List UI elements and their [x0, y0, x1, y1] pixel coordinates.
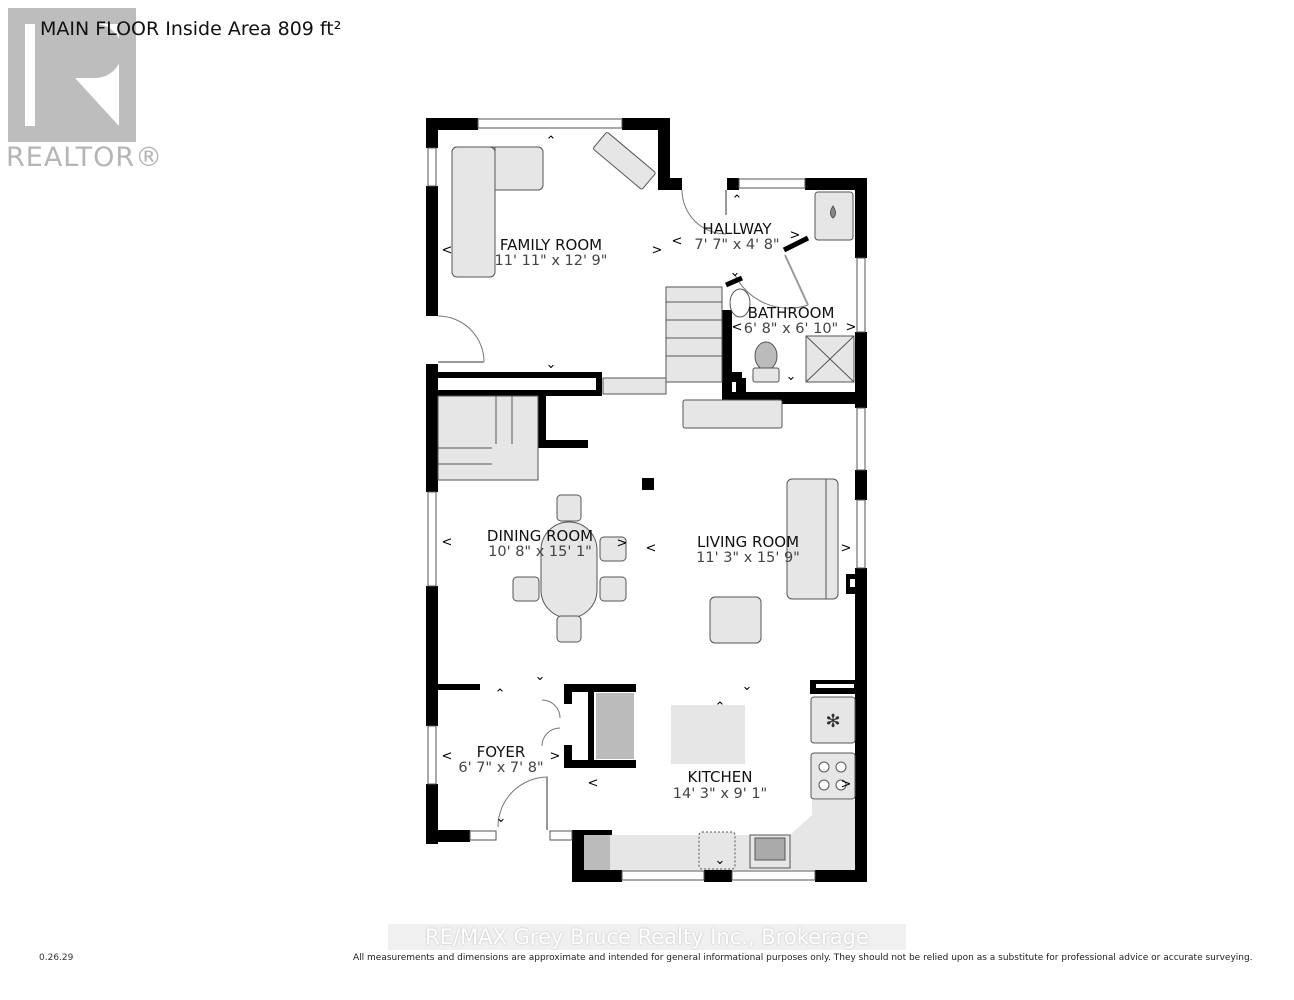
svg-text:>: > [652, 243, 663, 258]
kitchen-island [671, 705, 745, 764]
piano [593, 132, 656, 190]
svg-text:<: < [588, 776, 599, 791]
realtor-r-icon [25, 24, 122, 126]
water-drop-icon [830, 205, 836, 219]
dishwasher [698, 831, 736, 870]
column [642, 478, 654, 490]
doors [437, 189, 809, 830]
room-name: FAMILY ROOM [500, 236, 602, 254]
angled-walls [724, 235, 810, 288]
realtor-logo [8, 8, 136, 142]
svg-text:⌃: ⌃ [732, 193, 743, 208]
svg-text:⌄: ⌄ [742, 679, 753, 694]
room-dimensions: 6' 7" x 7' 8" [458, 760, 543, 776]
dimension-arrows: ⌃ < > ⌄ < > ⌃ ⌄ < > ⌄ < > < > ⌄ ⌃ ⌄ ⌃ < … [442, 134, 857, 868]
room-name: FOYER [477, 743, 526, 761]
sofa [786, 478, 839, 600]
svg-text:⌄: ⌄ [715, 853, 726, 868]
version-label: 0.26.29 [39, 953, 74, 963]
svg-text:⌄: ⌄ [546, 357, 557, 372]
room-dimensions: 11' 3" x 15' 9" [696, 550, 800, 566]
svg-text:<: < [672, 234, 683, 249]
svg-text:<: < [442, 749, 453, 764]
svg-text:⌄: ⌄ [786, 369, 797, 384]
windows [427, 118, 866, 881]
toilet-icon [754, 341, 778, 371]
svg-text:⌃: ⌃ [546, 134, 557, 149]
svg-text:>: > [790, 228, 801, 243]
room-name: HALLWAY [702, 220, 772, 238]
stairs-upper [665, 286, 723, 383]
svg-text:<: < [442, 243, 453, 258]
room-name: DINING ROOM [487, 527, 593, 545]
disclaimer-text: All measurements and dimensions are appr… [353, 953, 1253, 963]
walls [426, 118, 867, 882]
chair [556, 494, 582, 522]
svg-text:⌄: ⌄ [730, 265, 741, 280]
stairs-lower [437, 395, 539, 481]
room-name: LIVING ROOM [697, 533, 799, 551]
furniture: ✻ [437, 132, 856, 870]
chair [512, 576, 540, 602]
svg-text:>: > [617, 536, 628, 551]
svg-text:<: < [442, 535, 453, 550]
realtor-logo-text: REALTOR® [6, 142, 164, 173]
chair [599, 536, 627, 562]
svg-text:>: > [550, 749, 561, 764]
room-dimensions: 7' 7" x 4' 8" [694, 237, 779, 253]
room-name: BATHROOM [748, 304, 835, 322]
svg-text:>: > [841, 777, 852, 792]
room-labels: FAMILY ROOM 11' 11" x 12' 9" HALLWAY 7' … [458, 220, 838, 802]
room-dimensions: 14' 3" x 9' 1" [673, 786, 767, 802]
room-dimensions: 11' 11" x 12' 9" [495, 253, 608, 269]
room-name: KITCHEN [688, 768, 753, 786]
svg-text:⌄: ⌄ [496, 811, 507, 826]
brokerage-watermark: RE/MAX Grey Bruce Realty Inc., Brokerage [388, 924, 906, 950]
sink-basin [729, 288, 751, 318]
svg-text:⌃: ⌃ [495, 687, 506, 702]
floor-title: MAIN FLOOR Inside Area 809 ft² [40, 18, 342, 40]
fridge [810, 696, 856, 744]
armchair [709, 596, 762, 644]
room-dimensions: 10' 8" x 15' 1" [488, 544, 592, 560]
svg-text:>: > [841, 541, 852, 556]
room-dimensions: 6' 8" x 6' 10" [744, 321, 838, 337]
chair [556, 615, 582, 643]
stove [810, 752, 856, 800]
svg-text:<: < [732, 320, 743, 335]
svg-text:⌄: ⌄ [535, 669, 546, 684]
chair [599, 576, 627, 602]
svg-text:⌃: ⌃ [715, 700, 726, 715]
tv-stand [682, 399, 783, 429]
snowflake-icon: ✻ [825, 711, 840, 732]
svg-text:<: < [646, 541, 657, 556]
svg-text:>: > [846, 320, 857, 335]
